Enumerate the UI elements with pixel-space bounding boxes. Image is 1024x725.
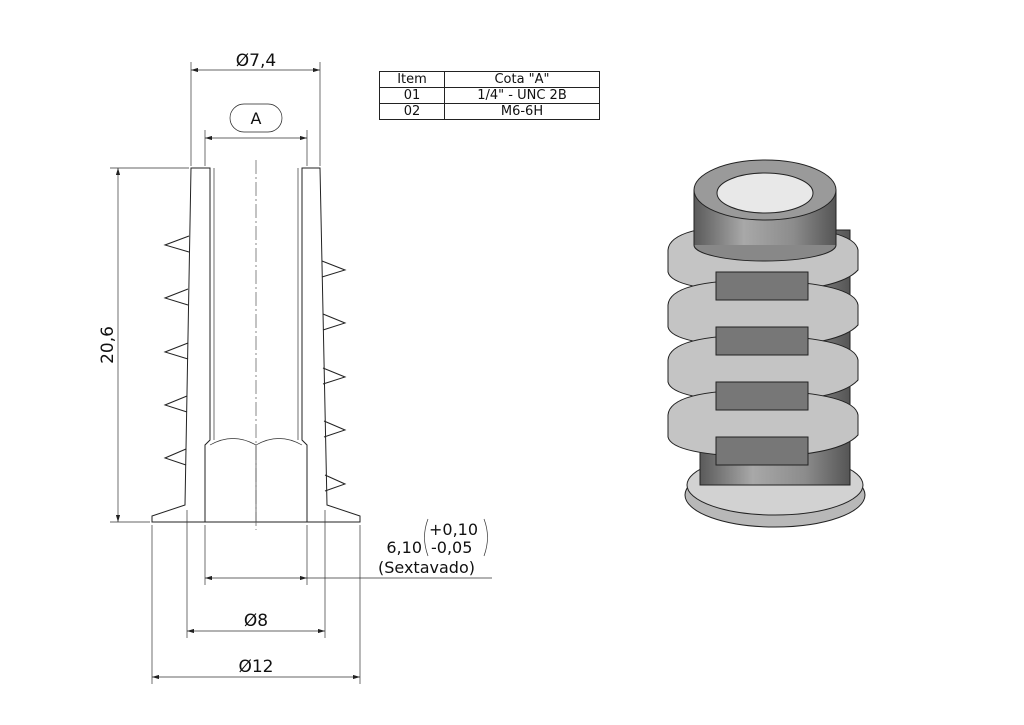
cota-table: Item Cota "A" 01 1/4" - UNC 2B 02 M6-6H — [379, 71, 600, 120]
hex-note: (Sextavado) — [378, 558, 475, 577]
top-diameter-label: Ø7,4 — [236, 51, 276, 71]
insert-3d-render — [667, 159, 866, 528]
table-cell-item: 02 — [379, 103, 445, 120]
flange-diameter-label: Ø12 — [238, 657, 273, 677]
table-cell-cota: M6-6H — [444, 103, 600, 120]
table-header-cota: Cota "A" — [444, 71, 600, 88]
hex-tol-lower: -0,05 — [431, 538, 472, 557]
dimension-lines — [110, 62, 492, 684]
height-label: 20,6 — [98, 326, 118, 364]
table-row: 01 1/4" - UNC 2B — [379, 87, 600, 104]
hex-tol-upper: +0,10 — [429, 520, 478, 539]
table-row: 02 M6-6H — [379, 103, 600, 120]
section-view — [151, 160, 361, 530]
table-header-item: Item — [379, 71, 445, 88]
table-cell-item: 01 — [379, 87, 445, 104]
table-cell-cota: 1/4" - UNC 2B — [444, 87, 600, 104]
thread-label: A — [251, 109, 262, 128]
hex-size-label: 6,10 — [386, 538, 422, 557]
body-diameter-label: Ø8 — [244, 611, 268, 631]
